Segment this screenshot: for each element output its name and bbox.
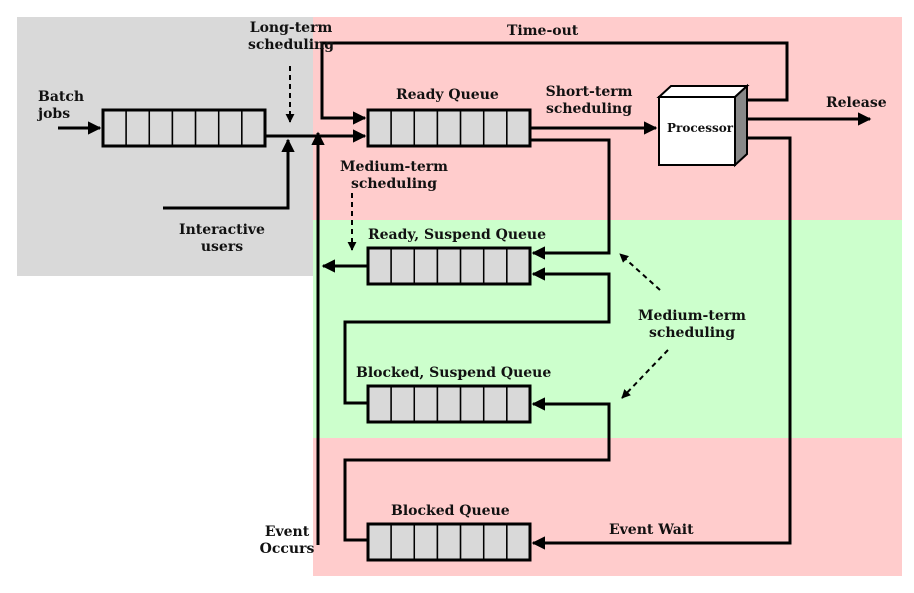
medium-term-right-dashed-arrow-down — [621, 349, 669, 399]
queue-slot — [482, 385, 508, 423]
queue-slot — [390, 523, 416, 561]
release-label: Release — [826, 95, 887, 111]
queue-slot — [171, 109, 197, 147]
batch-queue — [101, 108, 267, 148]
queue-slot — [390, 247, 416, 285]
queue-slot — [506, 385, 531, 423]
queue-slot — [241, 109, 266, 147]
queue-slot — [413, 109, 439, 147]
queue-slot — [390, 385, 416, 423]
queue-slot — [367, 109, 392, 147]
queue-slot — [436, 247, 462, 285]
queue-slot — [436, 385, 462, 423]
event-wait-label: Event Wait — [609, 522, 694, 538]
medium-term-scheduling-right-label: Medium-term scheduling — [638, 308, 746, 341]
short-term-scheduling-label: Short-term scheduling — [545, 84, 633, 117]
blocked-queue — [366, 522, 532, 562]
queue-slot — [436, 523, 462, 561]
queue-slot — [390, 109, 416, 147]
queue-slot — [413, 247, 439, 285]
medium-term-right-dashed-arrow-up — [619, 253, 661, 291]
queue-slot — [482, 247, 508, 285]
interactive-users-label: Interactive users — [179, 222, 265, 255]
processor-label: Processor — [667, 121, 734, 135]
queue-slot — [436, 109, 462, 147]
queue-outline — [101, 108, 267, 148]
ready-to-suspend-arrow — [530, 138, 611, 260]
queue-slot — [482, 109, 508, 147]
queue-slot — [482, 523, 508, 561]
queue-slot — [217, 109, 243, 147]
blocked-suspend-to-ready-suspend — [343, 267, 611, 405]
processor-side-face — [734, 83, 748, 168]
long-term-scheduling-label: Long-term scheduling — [247, 20, 335, 53]
ready-suspend-queue-label: Ready, Suspend Queue — [368, 227, 547, 243]
time-out-label: Time-out — [507, 23, 579, 39]
ready-suspend-queue — [366, 246, 532, 286]
time-out-arrow — [320, 41, 789, 125]
batch-jobs-label: Batch jobs — [38, 89, 85, 122]
queue-slot — [367, 385, 392, 423]
event-occurs-label: Event Occurs — [259, 524, 315, 557]
queue-slot — [459, 247, 485, 285]
blocked-queue-label: Blocked Queue — [391, 503, 510, 519]
blocked-to-blocked-suspend — [343, 397, 611, 542]
queue-slot — [367, 523, 392, 561]
queue-outline — [366, 522, 532, 562]
queue-slot — [413, 523, 439, 561]
queue-slot — [459, 385, 485, 423]
queue-slot — [102, 109, 127, 147]
queue-slot — [459, 523, 485, 561]
queue-slot — [125, 109, 151, 147]
queue-slot — [194, 109, 220, 147]
medium-term-scheduling-top-label: Medium-term scheduling — [340, 159, 448, 192]
queue-slot — [506, 109, 531, 147]
queue-slot — [413, 385, 439, 423]
ready-queue-label: Ready Queue — [396, 87, 499, 103]
queue-slot — [148, 109, 174, 147]
queue-slot — [506, 247, 531, 285]
processor-front-face — [658, 96, 736, 166]
processor-top-face — [656, 85, 750, 98]
ready-queue — [366, 108, 532, 148]
event-wait-arrow — [531, 136, 792, 550]
queue-slot — [506, 523, 531, 561]
interactive-users-arrow — [163, 138, 295, 210]
blocked-suspend-queue-label: Blocked, Suspend Queue — [356, 365, 552, 381]
queue-slot — [459, 109, 485, 147]
blocked-suspend-queue — [366, 384, 532, 424]
queue-slot — [367, 247, 392, 285]
processor-box — [656, 83, 750, 168]
